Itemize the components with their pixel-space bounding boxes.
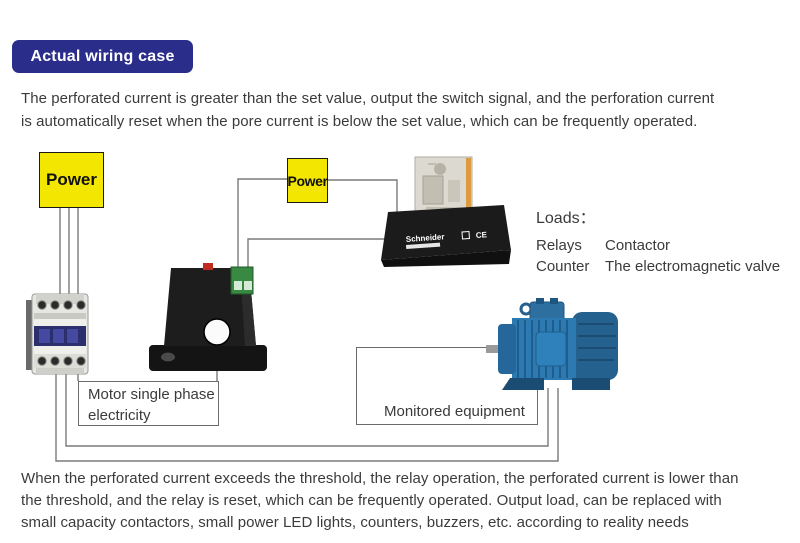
footer-paragraph: When the perforated current exceeds the … (21, 468, 738, 534)
loads-row: Relays Contactor (536, 235, 780, 256)
intro-paragraph: The perforated current is greater than t… (21, 87, 714, 133)
power-right-label: Power (287, 172, 328, 189)
footer-line-3: small capacity contactors, small power L… (21, 514, 689, 531)
loads-item-counter: Counter (536, 258, 590, 275)
motor-box-line-2: electricity (88, 407, 151, 424)
title-badge: Actual wiring case (12, 40, 193, 73)
motor-device-image (486, 298, 618, 390)
footer-line-2: the threshold, and the relay is reset, w… (21, 492, 722, 509)
relay-brand-text: Schneider (406, 232, 445, 244)
current-sensor-image (149, 263, 267, 371)
power-left-label: Power (45, 170, 98, 189)
monitored-equipment-label: Monitored equipment (384, 403, 525, 420)
relay-device-image: Schneider CE (381, 156, 511, 267)
relay-ce-mark: CE (476, 230, 488, 240)
intro-line-1: The perforated current is greater than t… (21, 90, 715, 107)
motor-box-line-1: Motor single phase (88, 386, 215, 403)
power-source-right: Power (287, 158, 328, 203)
loads-heading: Loads： (536, 210, 596, 227)
title-badge-label: Actual wiring case (30, 47, 175, 65)
power-source-left: Power (39, 152, 104, 208)
motor-single-phase-box: Motor single phase electricity (78, 381, 219, 426)
footer-line-1: When the perforated current exceeds the … (21, 470, 739, 487)
loads-row: Counter The electromagnetic valve (536, 256, 780, 277)
loads-item-valve: The electromagnetic valve (605, 258, 781, 275)
loads-legend: Loads： Relays Contactor Counter The elec… (536, 204, 780, 277)
loads-item-contactor: Contactor (605, 237, 671, 254)
contactor-device-image (26, 293, 89, 375)
intro-line-2: is automatically reset when the pore cur… (21, 113, 698, 130)
loads-item-relays: Relays (536, 237, 582, 254)
